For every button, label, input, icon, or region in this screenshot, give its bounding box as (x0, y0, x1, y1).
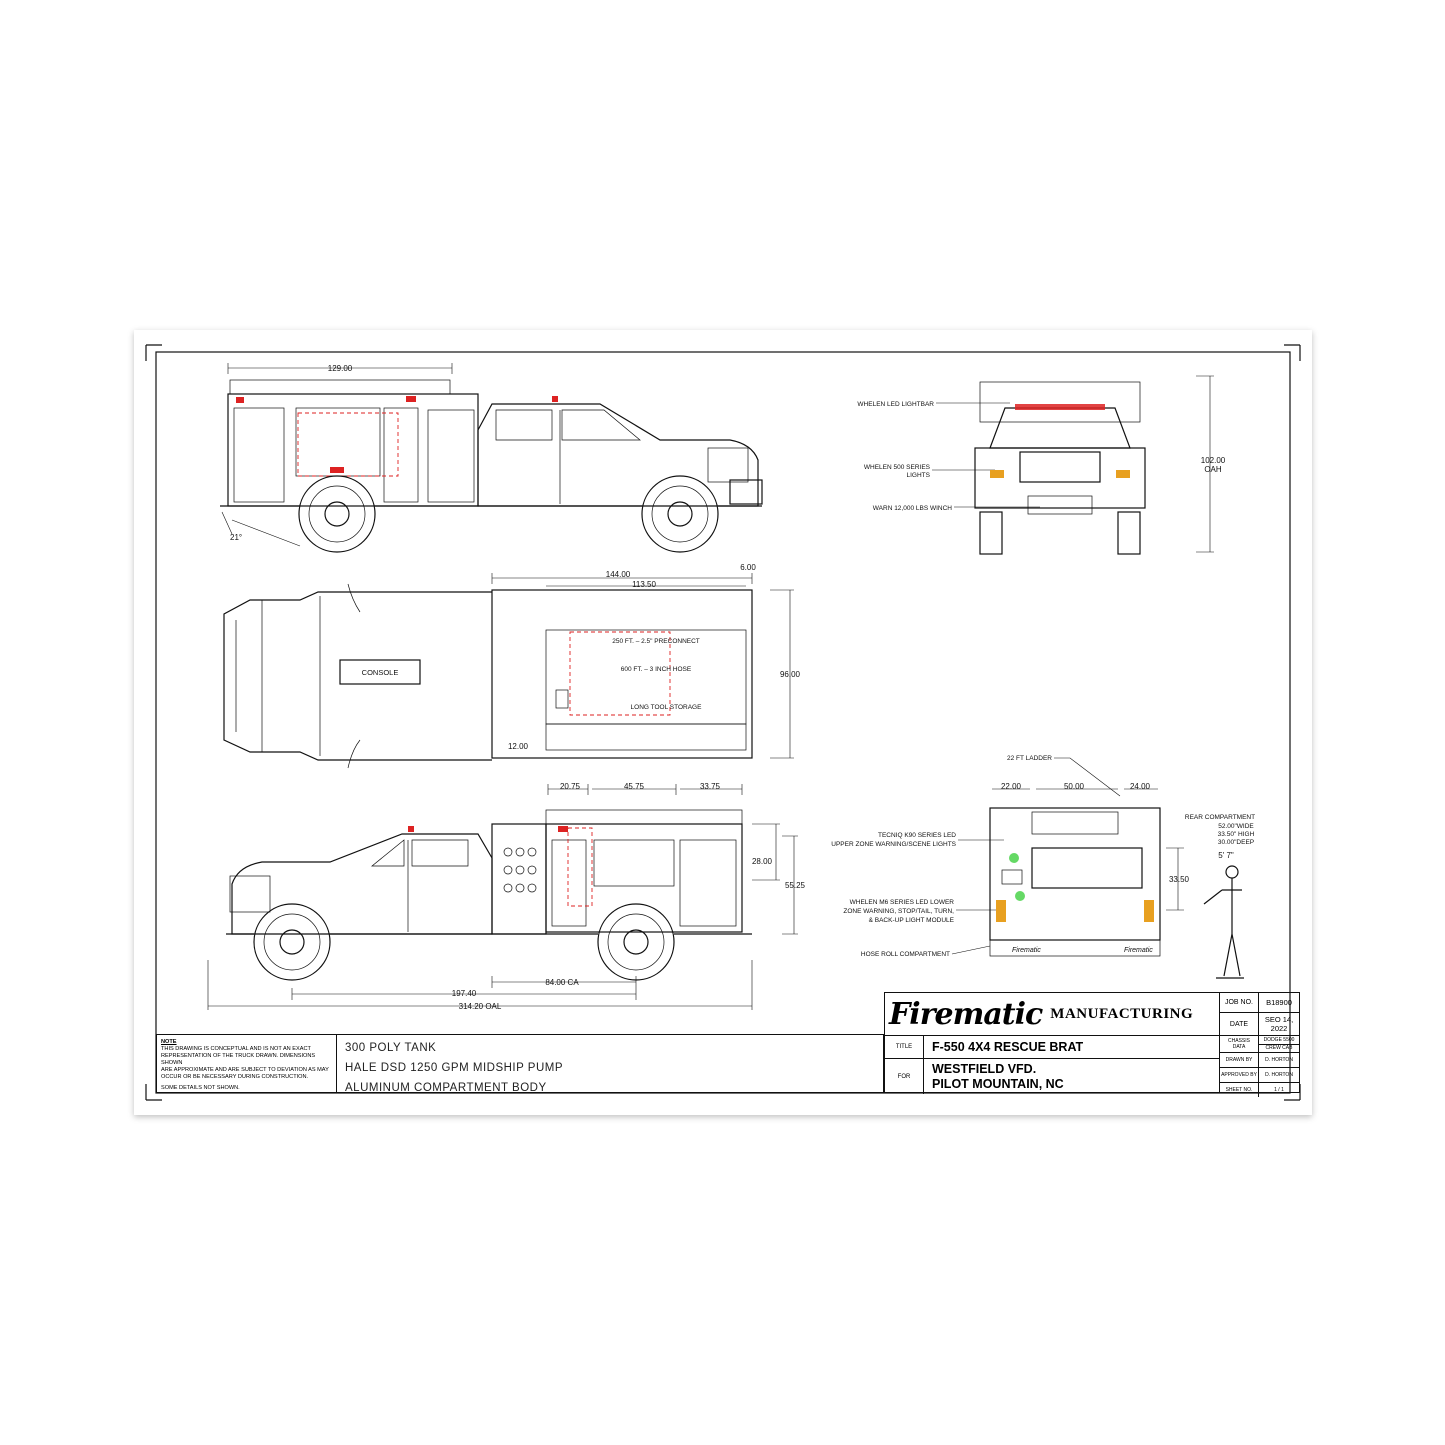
label-backup: & BACK-UP LIGHT MODULE (869, 917, 955, 924)
dim-314: 314.20 OAL (459, 1002, 502, 1011)
note-line-1: THIS DRAWING IS CONCEPTUAL AND IS NOT AN… (161, 1046, 311, 1052)
label-hose-roll: HOSE ROLL COMPARTMENT (861, 951, 950, 958)
sheet-value: 1 / 1 (1274, 1087, 1284, 1093)
bed-hose: 600 FT. – 3 INCH HOSE (621, 666, 692, 673)
chassis-value-2: CREW CAB (1265, 1045, 1293, 1051)
dim-50: 50.00 (1064, 782, 1085, 791)
dim-84: 84.00 CA (545, 978, 579, 987)
chassis-label-1: CHASSIS (1228, 1038, 1250, 1044)
dim-12: 12.00 (508, 742, 529, 751)
console-label: CONSOLE (362, 668, 399, 677)
title-row: TITLE F-550 4X4 RESCUE BRAT (885, 1036, 1219, 1059)
spec-tank: 300 POLY TANK (345, 1042, 437, 1054)
title-value: F-550 4X4 RESCUE BRAT (932, 1040, 1084, 1054)
for-line-1: WESTFIELD VFD. (932, 1062, 1037, 1076)
rear-brand-right: Firematic (1124, 947, 1153, 954)
spec-body: ALUMINUM COMPARTMENT BODY (345, 1082, 547, 1094)
sheet-label: SHEET NO. (1220, 1083, 1259, 1097)
dim-33-50: 33.50 (1169, 875, 1190, 884)
blueprint-canvas (134, 330, 1312, 1115)
dim-102: 102.00 (1201, 456, 1226, 465)
label-winch: WARN 12,000 LBS WINCH (873, 505, 953, 512)
dim-55: 55.25 (785, 881, 806, 890)
label-upper-zone: UPPER ZONE WARNING/SCENE LIGHTS (831, 841, 956, 848)
dim-20: 20.75 (560, 782, 581, 791)
top-view: 144.00 113.50 6.00 CONSOLE 250 FT. – 2.5… (223, 563, 801, 769)
date-value-1: SEO 14, (1264, 1015, 1294, 1024)
brand-row: Firematic MANUFACTURING (885, 993, 1219, 1036)
specs-block: 300 POLY TANK HALE DSD 1250 GPM MIDSHIP … (336, 1034, 884, 1094)
person-height: 5' 7" (1218, 851, 1234, 860)
job-label: JOB NO. (1220, 993, 1259, 1012)
for-row: FOR WESTFIELD VFD. PILOT MOUNTAIN, NC (885, 1059, 1219, 1094)
for-line-2: PILOT MOUNTAIN, NC (932, 1077, 1064, 1091)
for-label: FOR (885, 1059, 924, 1094)
date-label: DATE (1220, 1013, 1259, 1035)
dim-24: 24.00 (1130, 782, 1151, 791)
job-value: B18900 (1266, 998, 1292, 1007)
note-footer: SOME DETAILS NOT SHOWN. (161, 1085, 240, 1091)
dim-33: 33.75 (700, 782, 721, 791)
rear-comp-high: 33.50" HIGH (1218, 831, 1255, 838)
dim-144: 144.00 (606, 570, 631, 579)
dim-oah: OAH (1204, 465, 1222, 474)
chassis-label-2: DATA (1232, 1044, 1246, 1050)
dim-96: 96.00 (780, 670, 801, 679)
brand-script: Firematic (889, 996, 1043, 1032)
dim-129: 129.00 (328, 364, 353, 373)
rear-comp-wide: 52.00"WIDE (1218, 823, 1254, 830)
dim-113: 113.50 (632, 580, 656, 589)
label-lightbar: WHELEN LED LIGHTBAR (857, 401, 934, 408)
label-lower-zone: ZONE WARNING, STOP/TAIL, TURN, (843, 908, 954, 915)
bed-tool-storage: LONG TOOL STORAGE (631, 704, 703, 711)
rear-brand-left: Firematic (1012, 947, 1041, 954)
label-ladder: 22 FT LADDER (1007, 755, 1052, 762)
info-table: JOB NO. B18900 DATE SEO 14, 2022 CHASSIS… (1220, 992, 1300, 1097)
rear-comp-deep: 30.00"DEEP (1218, 839, 1254, 846)
label-whelen-m6: WHELEN M6 SERIES LED LOWER (850, 899, 955, 906)
note-line-4: OCCUR OR BE NECESSARY DURING CONSTRUCTIO… (161, 1074, 309, 1080)
dim-22: 22.00 (1001, 782, 1022, 791)
front-view: WHELEN LED LIGHTBAR WHELEN 500 SERIES LI… (857, 375, 1226, 555)
side-view-top: 129.00 21° (220, 363, 763, 553)
side-view-bottom: 20.75 45.75 33.75 (207, 782, 806, 1011)
approved-value: D. HORTON (1265, 1072, 1293, 1078)
rear-wheel-bottom (597, 903, 675, 981)
front-wheel-top (641, 475, 719, 553)
dim-197: 197.40 (452, 989, 477, 998)
chassis-value-1: DODGE 5500 (1259, 1037, 1299, 1045)
bed-preconnect: 250 FT. – 2.5" PRECONNECT (612, 638, 700, 645)
dim-28: 28.00 (752, 857, 773, 866)
rear-comp-title: REAR COMPARTMENT (1185, 814, 1255, 821)
label-tecniq: TECNIQ K90 SERIES LED (878, 832, 956, 839)
dim-6: 6.00 (740, 563, 756, 572)
label-lights: LIGHTS (907, 472, 931, 479)
label-500-series: WHELEN 500 SERIES (864, 464, 931, 471)
note-block: NOTE THIS DRAWING IS CONCEPTUAL AND IS N… (156, 1034, 336, 1093)
drawing-border (145, 344, 1301, 1101)
dim-45: 45.75 (624, 782, 645, 791)
drawn-label: DRAWN BY (1220, 1053, 1259, 1067)
date-value-2: 2022 (1270, 1024, 1288, 1033)
rear-view: 22 FT LADDER 22.00 50.00 24.00 Firematic… (831, 755, 1255, 979)
brand-word: MANUFACTURING (1050, 1005, 1194, 1022)
approved-label: APPROVED BY (1220, 1068, 1259, 1082)
spec-pump: HALE DSD 1250 GPM MIDSHIP PUMP (345, 1062, 564, 1074)
note-heading: NOTE (161, 1039, 177, 1045)
dim-angle: 21° (230, 533, 242, 542)
rear-wheel-top (298, 475, 376, 553)
title-block: Firematic MANUFACTURING TITLE F-550 4X4 … (884, 992, 1220, 1094)
scale-person (1203, 865, 1244, 979)
note-line-2: REPRESENTATION OF THE TRUCK DRAWN. DIMEN… (161, 1053, 316, 1066)
pump-panel (503, 847, 537, 893)
front-wheel-bottom (253, 903, 331, 981)
drawn-value: D. HORTON (1265, 1057, 1293, 1063)
title-label: TITLE (885, 1036, 924, 1058)
note-line-3: ARE APPROXIMATE AND ARE SUBJECT TO DEVIA… (161, 1067, 329, 1073)
